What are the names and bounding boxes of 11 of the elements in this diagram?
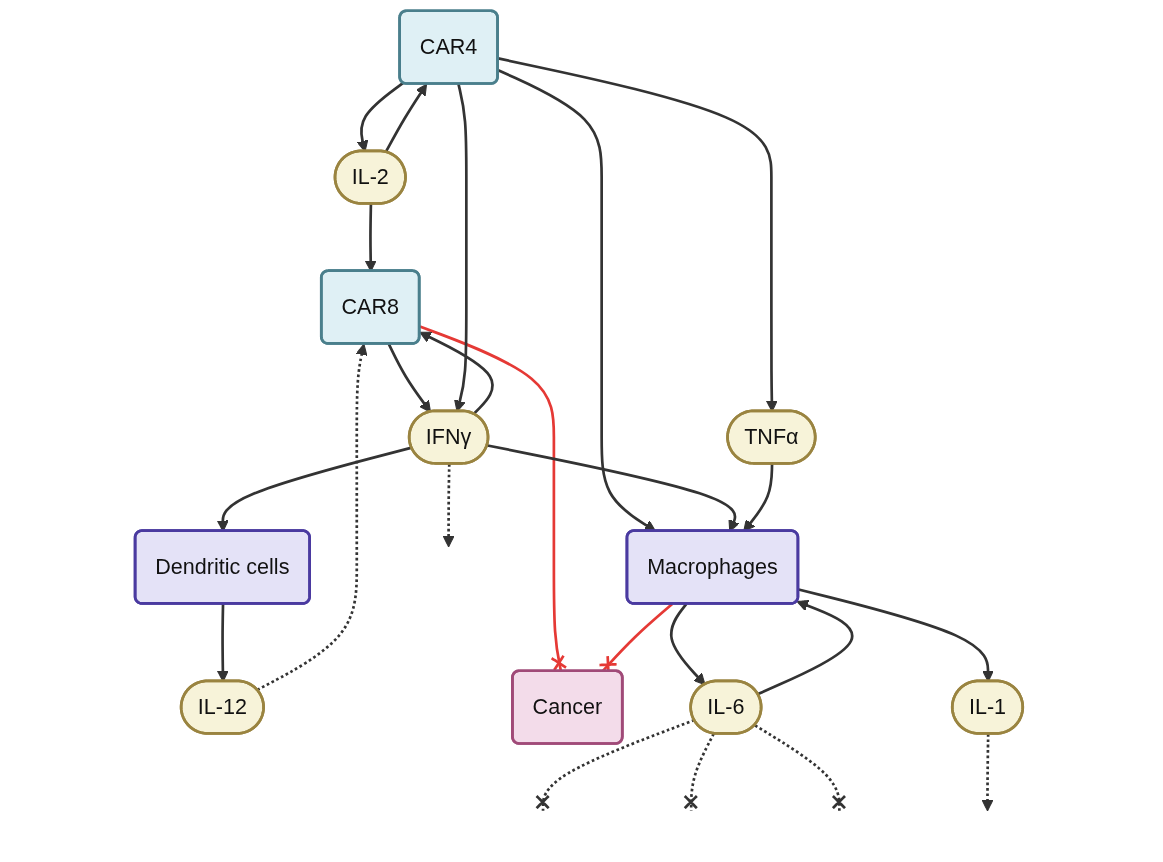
connector	[535, 718, 695, 811]
arrow	[981, 734, 994, 812]
arrow	[442, 463, 455, 548]
arrow	[757, 599, 854, 696]
connector	[683, 733, 715, 811]
arrow	[256, 343, 368, 692]
arrow	[419, 331, 494, 415]
arrow	[669, 603, 706, 686]
arrow	[384, 83, 428, 153]
connector	[754, 724, 847, 811]
arrow	[387, 343, 432, 413]
